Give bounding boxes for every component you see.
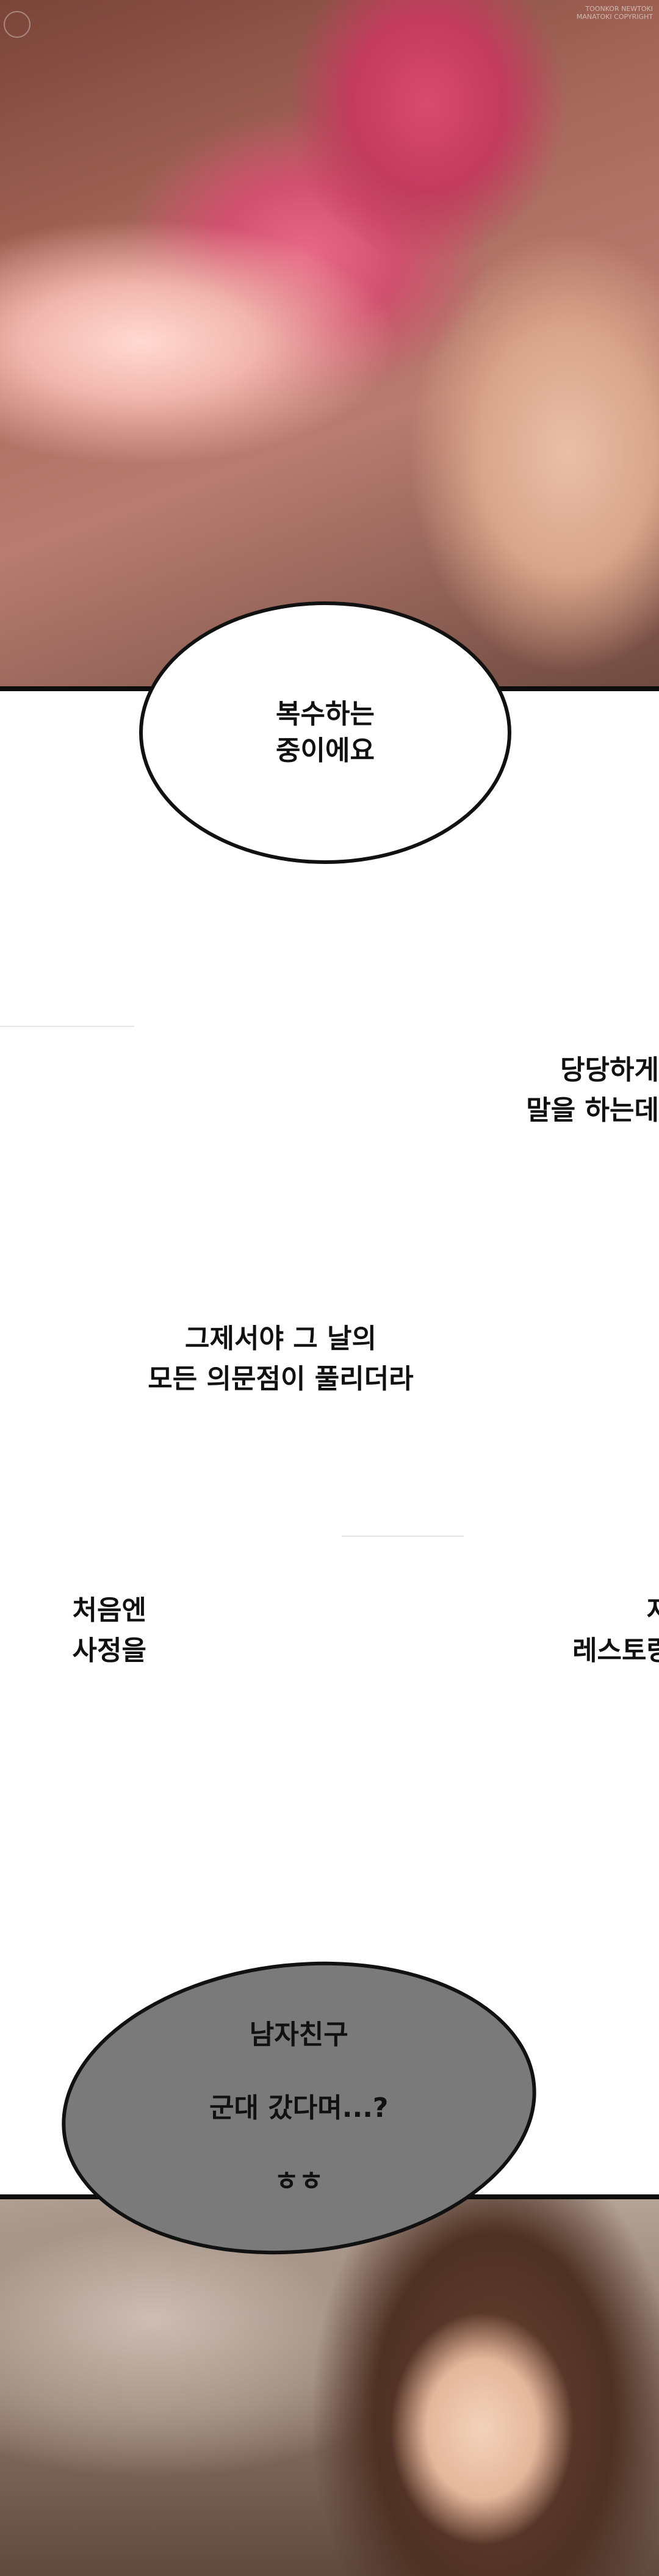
narration-left-cut: 처음엔 사정을 — [72, 1595, 146, 1666]
separator-line — [0, 1026, 134, 1027]
watermark-text: TOONKOR NEWTOKI MANATOKI COPYRIGHT — [576, 5, 653, 21]
speech-bubble-boyfriend-line2: 군대 갔다며...? — [209, 2092, 389, 2124]
top-panel-illustration: TOONKOR NEWTOKI MANATOKI COPYRIGHT — [0, 0, 659, 689]
bottom-panel-illustration — [0, 2197, 659, 2576]
logo-watermark-icon — [4, 11, 31, 38]
bottom-panel-scene — [0, 2197, 659, 2576]
speech-bubble-boyfriend-line3: ㅎㅎ — [274, 2165, 324, 2197]
separator-line — [342, 1536, 464, 1537]
speech-bubble-revenge-text: 복수하는 중이에요 — [276, 698, 375, 766]
narration-right-cut: 저 레스토랑 — [572, 1595, 659, 1666]
speech-bubble-boyfriend-line1: 남자친구 — [250, 2019, 348, 2050]
narration-confident: 당당하게 말을 하는데 — [526, 1054, 659, 1126]
narration-realized: 그제서야 그 날의 모든 의문점이 풀리더라 — [148, 1323, 414, 1395]
speech-bubble-revenge: 복수하는 중이에요 — [139, 601, 511, 864]
